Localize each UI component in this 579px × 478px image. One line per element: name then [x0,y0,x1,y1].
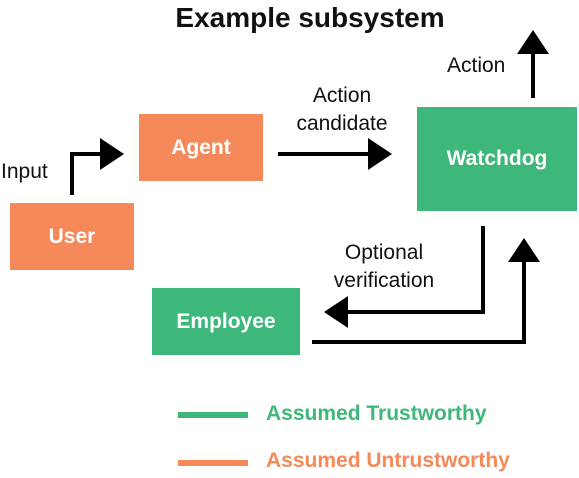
employee-node: Employee [152,288,300,355]
label-action-candidate-line1: Action [312,84,372,107]
label-input: Input [1,160,48,183]
label-action-candidate-line2: candidate [296,112,388,135]
label-optional-verification: Optional verification [314,239,454,295]
label-action-candidate: Action candidate [272,82,412,138]
label-optional-verification-line2: verification [333,269,435,292]
legend-label-trusted: Assumed Trustworthy [266,402,487,425]
watchdog-node: Watchdog [417,107,577,211]
arrow-input [70,138,124,195]
legend-swatch-trusted [178,412,248,418]
arrow-employee-response [312,238,540,344]
agent-node: Agent [139,114,263,181]
arrow-optional-verification [324,226,485,328]
diagram-title: Example subsystem [175,2,445,33]
label-action: Action [447,54,506,77]
legend-swatch-untrusted [178,460,248,466]
user-node: User [10,203,134,270]
legend-label-untrusted: Assumed Untrustworthy [266,449,510,472]
label-optional-verification-line1: Optional [344,241,424,264]
